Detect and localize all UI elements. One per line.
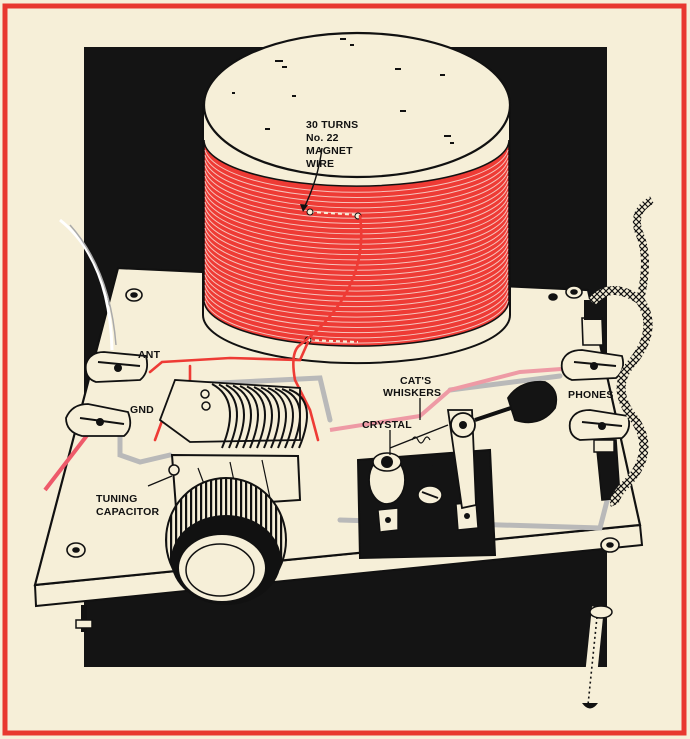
leg-screws [75, 605, 613, 709]
phones-clip-upper [560, 349, 625, 381]
coil-label-line4: WIRE [306, 158, 334, 170]
detector-assembly [356, 380, 558, 560]
phones-clip-lower [568, 409, 631, 441]
red-border [2, 3, 687, 736]
phones-label: PHONES [568, 389, 614, 401]
cats-whiskers-label-line1: CAT'S [400, 375, 431, 387]
coil-form [202, 31, 512, 365]
tuning-capacitor-label-line2: CAPACITOR [96, 506, 159, 518]
coil-taps [307, 211, 361, 343]
gnd-label: GND [130, 404, 154, 416]
crystal-label: CRYSTAL [362, 419, 412, 431]
cats-whisker-wire [411, 436, 431, 444]
coil-label-pointer [302, 147, 323, 211]
phones-cord-top [633, 196, 655, 301]
capacitor-label-pointer [147, 475, 173, 487]
tuning-capacitor [158, 379, 308, 605]
coil-label-line1: 30 TURNS [306, 119, 358, 131]
gnd-clip [65, 403, 132, 437]
coil-top [202, 31, 512, 179]
phones-lead-wire [329, 366, 576, 432]
tuning-capacitor-label-line1: TUNING [96, 493, 137, 505]
text-labels: 30 TURNS No. 22 MAGNET WIRE ANT GND CAT'… [96, 119, 614, 518]
ant-clip [84, 351, 149, 383]
phone-plugs [581, 300, 621, 501]
coil-label-line3: MAGNET [306, 145, 353, 157]
cats-whiskers-label-line2: WHISKERS [383, 387, 441, 399]
whisker-handle [507, 380, 558, 424]
antenna-lead-wire [59, 218, 114, 351]
mounting-screws [66, 285, 620, 558]
coil-label-line2: No. 22 [306, 132, 339, 144]
ant-label: ANT [138, 349, 161, 361]
